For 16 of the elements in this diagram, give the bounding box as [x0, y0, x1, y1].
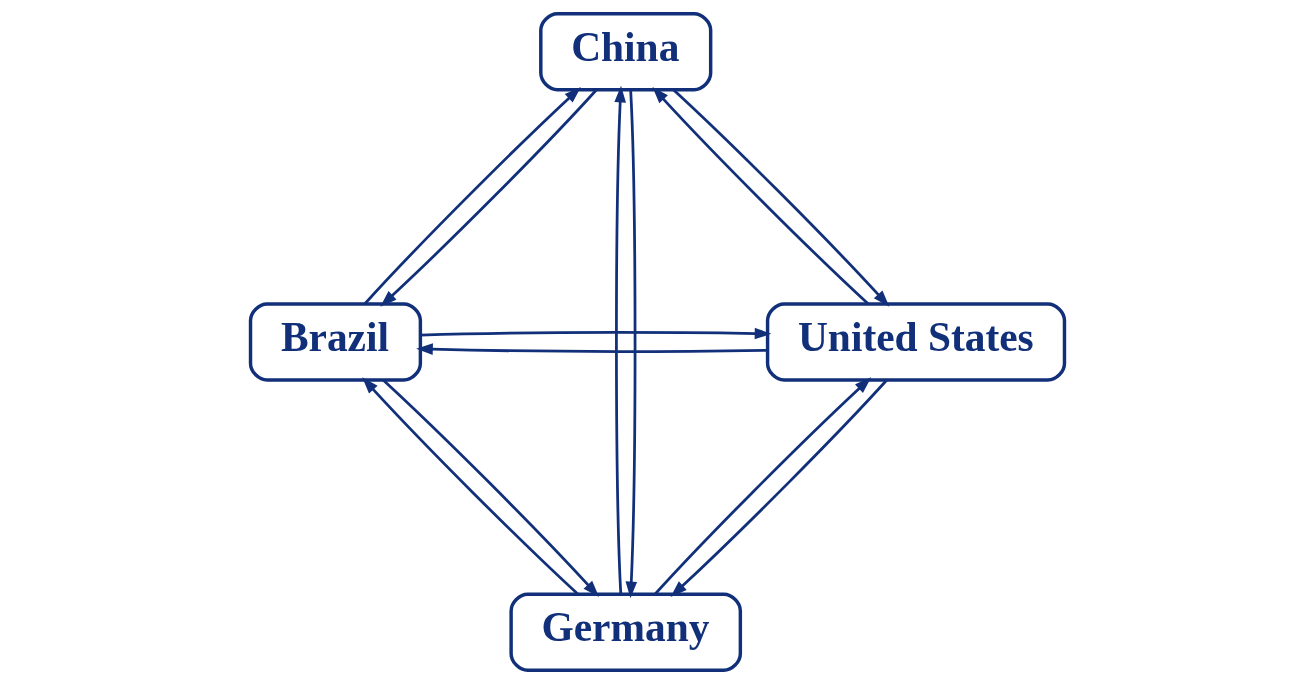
- arrow: [670, 379, 888, 597]
- arrow: [415, 343, 767, 355]
- node-box: Germany: [508, 592, 742, 672]
- arrow: [381, 378, 599, 597]
- arrow: [653, 377, 871, 595]
- arrow: [625, 89, 637, 599]
- arrow: [651, 87, 869, 305]
- node-box: United States: [765, 302, 1066, 382]
- arrow: [363, 87, 581, 305]
- arrow: [671, 88, 889, 307]
- arrow: [419, 327, 771, 340]
- node-box: China: [538, 12, 712, 92]
- arrow: [361, 377, 579, 596]
- arrow: [379, 89, 597, 307]
- node-box: Brazil: [248, 302, 422, 382]
- arrow: [613, 85, 626, 595]
